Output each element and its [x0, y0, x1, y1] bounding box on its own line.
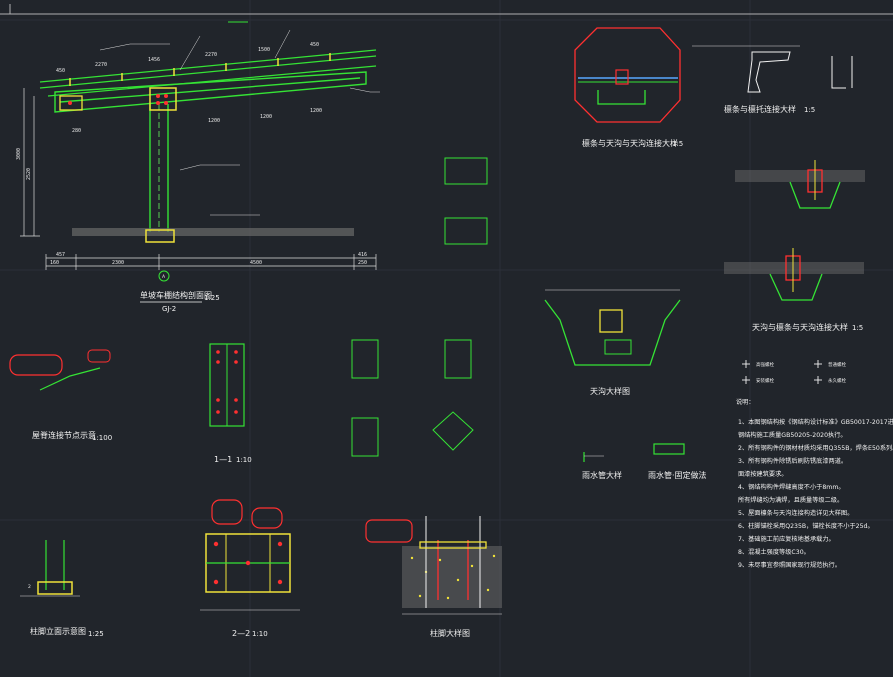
gutter-detail: 天沟大样图 [544, 289, 681, 396]
foundation-detail: 柱脚大样图 [365, 516, 502, 638]
bracket-detail: 檩条与檩托连接大样 1:5 [692, 45, 853, 114]
base-plate [145, 229, 175, 243]
note-line-7: 所有焊缝均为满焊，且质量等级二级。 [738, 496, 843, 504]
gutter-top-title: 檩条与天沟与天沟连接大样 [582, 138, 678, 148]
main-elevation-title: 单坡车棚结构剖面图 [140, 290, 212, 300]
design-notes: 说明： 1、本图钢结构按《钢结构设计标准》GB50017-2017进行设计和施工… [736, 398, 893, 569]
section-11-title: 1—1 [214, 455, 232, 464]
pipe-clamp-detail: 雨水管·固定做法 [648, 443, 707, 480]
section-mark-2: 2 [28, 584, 31, 590]
gutter-right-scale: 1:5 [852, 324, 863, 332]
dim-t2: 2270 [95, 62, 107, 68]
symbol-legend: 高强螺栓 普通螺栓 安装螺栓 永久螺栓 [742, 360, 846, 384]
main-elevation-label: GJ-2 [162, 305, 176, 313]
bracket-scale: 1:5 [804, 106, 815, 114]
base-title: 柱脚立面示意图 [30, 626, 86, 636]
dim-t4: 2270 [205, 52, 217, 58]
dim-r1: 280 [72, 128, 81, 134]
section-11-scale: 1:10 [236, 456, 252, 464]
base-scale: 1:25 [88, 630, 104, 638]
rafter-beam [54, 71, 367, 113]
note-line-6: 4、钢结构构件焊缝高度不小于8mm。 [738, 483, 845, 491]
main-elevation: 3000 2520 457 2300 4500 416 160 250 450 … [16, 29, 380, 313]
dim-bs1: 160 [50, 260, 59, 266]
axis-marker-label: A [162, 274, 166, 280]
note-line-8: 5、屋面檩条与天沟连接构造详见大样图。 [738, 509, 853, 517]
notes-header: 说明： [736, 398, 755, 406]
note-line-3: 2、所有钢构件的钢材材质均采用Q355B，焊条E50系列。 [738, 444, 893, 452]
dim-t6: 450 [310, 42, 319, 48]
legend-item-4: 永久螺栓 [828, 377, 846, 384]
dim-r4: 1200 [310, 108, 322, 114]
note-line-2: 钢结构施工质量GB50205-2020执行。 [738, 431, 847, 439]
dim-r2: 1200 [208, 118, 220, 124]
dim-b2: 2300 [112, 260, 124, 266]
axis-marker-a [158, 270, 170, 282]
node-scale: 1:100 [92, 434, 112, 442]
drain-pipe-detail: 雨水管大样 [582, 452, 622, 480]
gutter-detail-title: 天沟大样图 [590, 386, 630, 396]
section-22-scale: 1:10 [252, 630, 268, 638]
node-detail: 屋脊连接节点示意 1:100 [9, 349, 112, 442]
dim-b4: 416 [358, 252, 367, 258]
gutter-connection-upper [735, 160, 865, 209]
legend-item-2: 普通螺栓 [828, 361, 846, 368]
pipe-clamp-title: 雨水管·固定做法 [648, 470, 707, 480]
center-section-boxes [351, 157, 488, 457]
gutter-right-title: 天沟与檩条与天沟连接大样 [752, 322, 848, 332]
haunch-plate [149, 87, 177, 111]
section-1-1: 1—1 1:10 [209, 343, 252, 464]
section-22-title: 2—2 [232, 629, 250, 638]
dim-t5: 1500 [258, 47, 270, 53]
dim-t3: 1456 [148, 57, 160, 63]
gutter-top-scale: 1:5 [672, 140, 683, 148]
dim-b1: 457 [56, 252, 65, 258]
ground-slab [72, 228, 354, 236]
dim-height-total: 3000 [16, 148, 22, 160]
gutter-circle-detail: 檩条与天沟与天沟连接大样 1:5 [574, 27, 683, 148]
section-2-2: 2—2 1:10 [200, 499, 300, 638]
dim-height-sub: 2520 [26, 168, 32, 180]
dim-r3: 1200 [260, 114, 272, 120]
dim-bs2: 250 [358, 260, 367, 266]
roof-purlins [39, 49, 377, 97]
note-line-1: 1、本图钢结构按《钢结构设计标准》GB50017-2017进行设计和施工。 [738, 418, 893, 426]
steel-column [149, 104, 169, 232]
dim-t1: 450 [56, 68, 65, 74]
note-line-10: 7、基础施工前应复核地基承载力。 [738, 535, 835, 543]
legend-item-3: 安装螺栓 [756, 377, 774, 384]
note-line-9: 6、柱脚锚栓采用Q235B，锚栓长度不小于25d。 [738, 522, 874, 530]
node-title: 屋脊连接节点示意 [32, 430, 96, 440]
note-line-5: 面漆按建筑要求。 [738, 470, 788, 478]
foundation-title: 柱脚大样图 [430, 628, 470, 638]
purlin-ticks [69, 53, 331, 86]
base-elevation: 2 柱脚立面示意图 1:25 [20, 540, 104, 638]
main-elevation-scale: 1:25 [204, 294, 220, 302]
bracket-title: 檩条与檩托连接大样 [724, 104, 796, 114]
gutter-connection-lower: 天沟与檩条与天沟连接大样 1:5 [724, 248, 864, 332]
note-line-11: 8、混凝土强度等级C30。 [738, 548, 810, 556]
note-line-12: 9、未尽事宜参照国家现行规范执行。 [738, 561, 841, 569]
drain-pipe-title: 雨水管大样 [582, 470, 622, 480]
legend-item-1: 高强螺栓 [756, 361, 774, 368]
dim-b3: 4500 [250, 260, 262, 266]
note-line-4: 3、所有钢构件除锈后刷防锈底漆两道。 [738, 457, 847, 465]
